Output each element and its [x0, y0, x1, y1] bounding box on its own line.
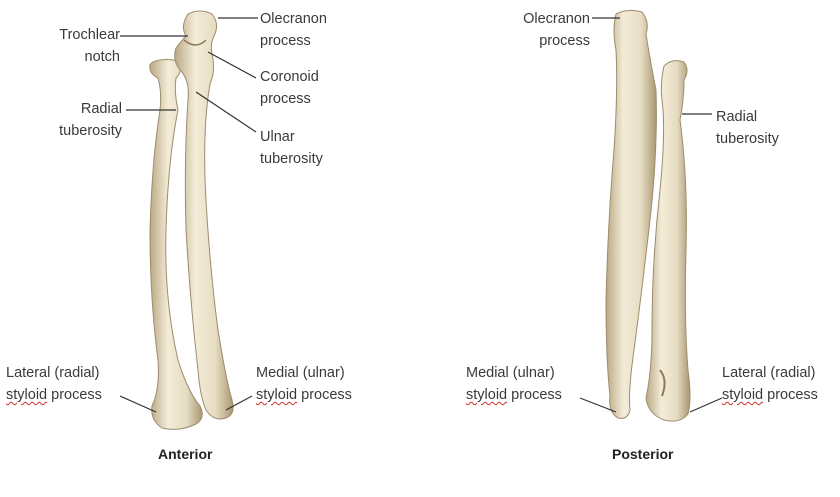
anterior-view [120, 11, 258, 429]
posterior-view [580, 10, 722, 421]
label-olecranon-process-anterior: Olecranon process [260, 8, 327, 52]
label-trochlear-notch: Trochlear notch [30, 24, 120, 68]
label-medial-styloid-posterior: Medial (ulnar) styloid process [466, 362, 562, 406]
anterior-ulna [175, 11, 233, 419]
label-coronoid-process: Coronoid process [260, 66, 319, 110]
caption-posterior: Posterior [612, 446, 673, 462]
label-medial-styloid-anterior: Medial (ulnar) styloid process [256, 362, 352, 406]
label-lateral-styloid-anterior: Lateral (radial) styloid process [6, 362, 102, 406]
label-ulnar-tuberosity: Ulnar tuberosity [260, 126, 323, 170]
caption-anterior: Anterior [158, 446, 212, 462]
label-radial-tuberosity-posterior: Radial tuberosity [716, 106, 779, 150]
label-radial-tuberosity-anterior: Radial tuberosity [30, 98, 122, 142]
posterior-ulna [606, 10, 656, 418]
label-olecranon-process-posterior: Olecranon process [496, 8, 590, 52]
label-lateral-styloid-posterior: Lateral (radial) styloid process [722, 362, 818, 406]
